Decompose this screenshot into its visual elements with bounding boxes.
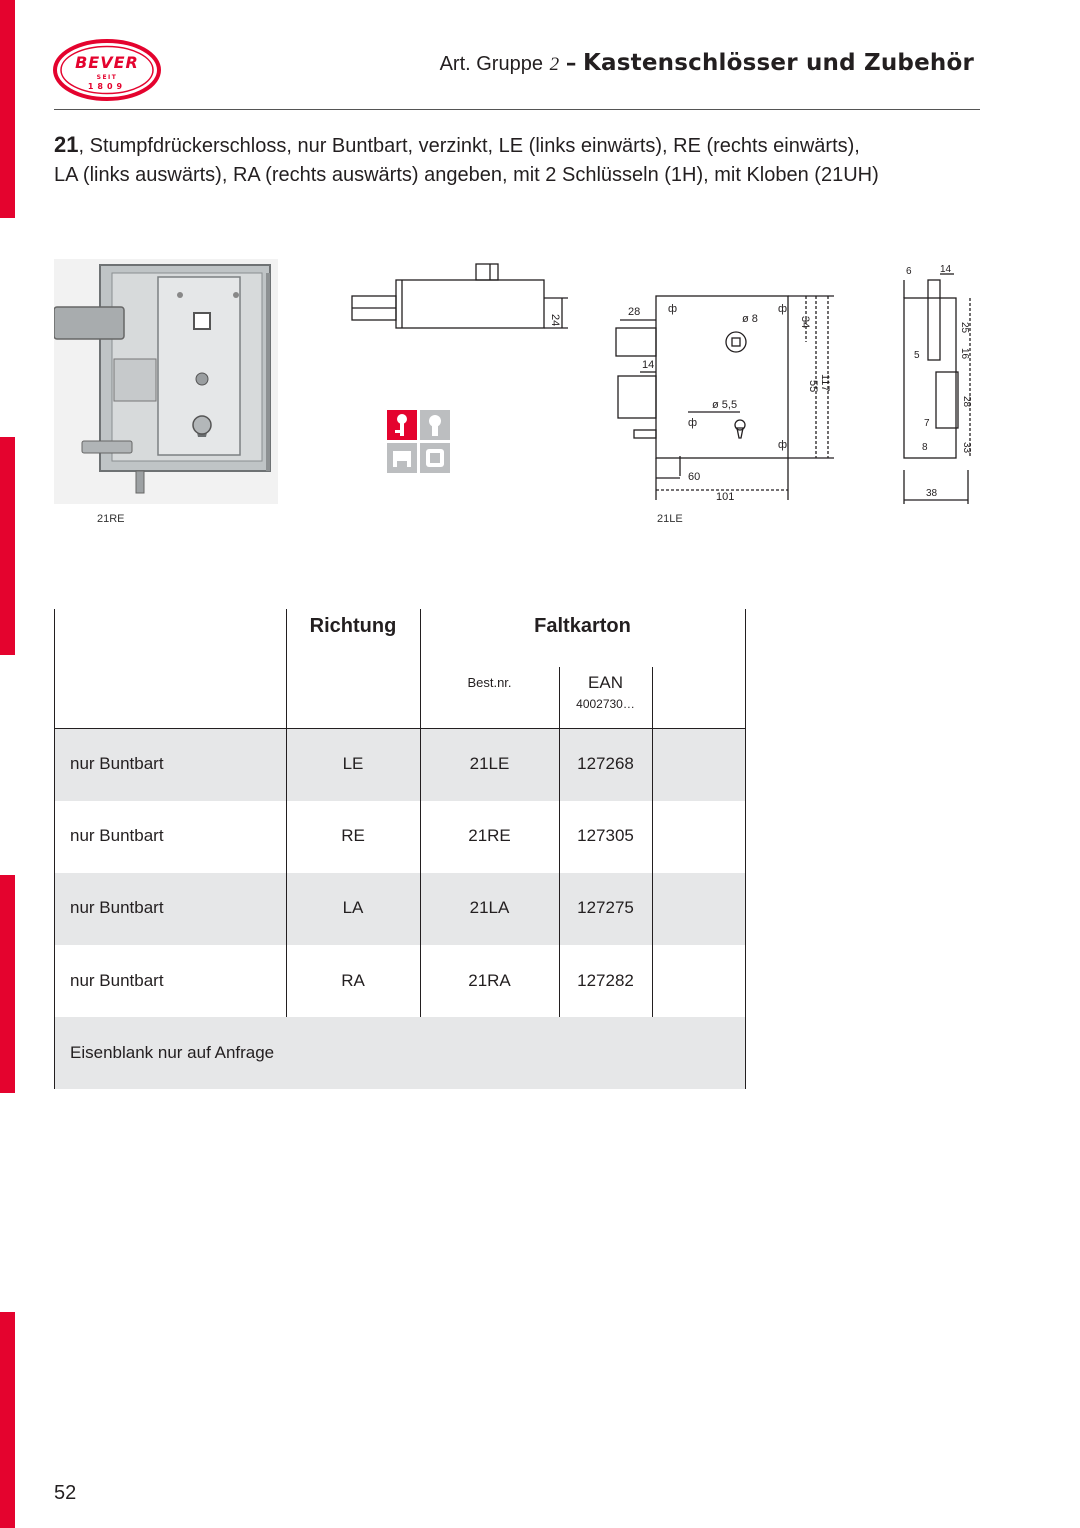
marker-icon: ф (778, 303, 787, 315)
cell-direction: RA (341, 971, 365, 990)
table-border (54, 609, 55, 1089)
group-label: Art. Gruppe (439, 53, 543, 75)
marker-icon: ф (668, 303, 677, 315)
dimension-label: 117 (819, 374, 831, 392)
page-title: Kastenschlösser und Zubehör (583, 50, 974, 76)
cell-order-no: 21RA (468, 971, 511, 990)
cell-order-no: 21LE (469, 754, 510, 773)
dimension-label: 33 (961, 442, 972, 454)
table-divider (286, 609, 287, 1017)
marker-icon: ф (688, 417, 697, 429)
dimension-label: 24 (549, 314, 561, 326)
page-number: 52 (54, 1482, 77, 1504)
edge-tab (0, 1312, 15, 1528)
cell-direction: LA (342, 898, 364, 917)
cell-type: nur Buntbart (70, 826, 164, 845)
drawing-caption: 21LE (657, 513, 683, 525)
cell-direction: RE (341, 826, 365, 845)
cell-type: nur Buntbart (70, 898, 164, 917)
side-view-drawing: 24 (351, 263, 568, 329)
dimension-label: 7 (924, 418, 930, 429)
bever-logo: BEVER SEIT 1809 (53, 39, 161, 101)
description-line-1: 21, Stumpfdrückerschloss, nur Buntbart, … (54, 130, 1054, 161)
page-header: Art. Gruppe 2 – Kastenschlösser und Zube… (440, 50, 974, 76)
bolt-icon (387, 443, 417, 473)
dimension-label: 6 (906, 266, 912, 277)
ean-prefix: 4002730… (576, 697, 635, 711)
description-text-1: , Stumpfdrückerschloss, nur Buntbart, ve… (78, 135, 860, 157)
column-header-order-no: Best.nr. (467, 675, 512, 690)
dimension-label: 25 (959, 322, 970, 334)
dimension-label: 14 (940, 264, 952, 275)
dimension-label: 55 (807, 380, 819, 392)
edge-tab (0, 875, 15, 1093)
table-divider (420, 609, 421, 1017)
article-description: 21, Stumpfdrückerschloss, nur Buntbart, … (54, 130, 1054, 190)
cell-ean: 127268 (577, 754, 634, 773)
front-view-drawing: ф ф ф ф 28 14 ø 8 34 55 117 ø 5,5 60 101 (615, 295, 834, 503)
edge-tab (0, 437, 15, 655)
table-border (745, 609, 746, 1089)
cell-type: nur Buntbart (70, 971, 164, 990)
dimension-label: 34 (799, 316, 811, 328)
photo-caption: 21RE (97, 513, 125, 525)
column-header-direction: Richtung (309, 615, 397, 637)
cell-ean: 127282 (577, 971, 634, 990)
cell-direction: LE (342, 754, 364, 773)
cell-order-no: 21RE (468, 826, 511, 845)
edge-tab (0, 0, 15, 218)
row-shade (55, 1017, 745, 1089)
column-header-carton: Faltkarton (534, 615, 631, 637)
cell-type: nur Buntbart (70, 754, 164, 773)
svg-text:1809: 1809 (88, 82, 126, 91)
dimension-label: 16 (959, 348, 970, 360)
cell-ean: 127275 (577, 898, 634, 917)
square-follower-icon (420, 443, 450, 473)
cell-order-no: 21LA (469, 898, 510, 917)
keyhole-icon (420, 410, 450, 440)
svg-text:BEVER: BEVER (75, 53, 139, 72)
dimension-label: ø 5,5 (712, 399, 737, 411)
key-left-icon (387, 410, 417, 440)
group-number: 2 (549, 54, 560, 75)
article-number: 21 (54, 132, 79, 157)
header-dash: – (565, 51, 577, 75)
table-footnote: Eisenblank nur auf Anfrage (70, 1043, 275, 1062)
dimension-label: 8 (922, 442, 928, 453)
description-line-2: LA (links auswärts), RA (rechts auswärts… (54, 164, 879, 186)
dimension-label: 28 (628, 306, 640, 318)
svg-text:SEIT: SEIT (97, 74, 118, 81)
dimension-label: 38 (926, 488, 938, 499)
marker-icon: ф (778, 439, 787, 451)
table-divider (559, 667, 560, 1017)
dimension-label: 101 (716, 491, 734, 503)
dimension-label: 5 (914, 350, 920, 361)
column-header-ean: EAN (588, 673, 623, 692)
cell-ean: 127305 (577, 826, 634, 845)
product-photo (54, 259, 278, 504)
dimension-label: 60 (688, 471, 700, 483)
header-divider (54, 109, 980, 110)
dimension-label: 14 (642, 359, 654, 371)
article-table: Richtung Faltkarton Best.nr. EAN 4002730… (54, 609, 746, 1089)
table-divider (652, 667, 653, 1017)
header-rule (54, 728, 746, 729)
row-shade (55, 873, 745, 945)
row-shade (55, 729, 745, 801)
dimension-label: 28 (961, 396, 972, 408)
dimension-label: ø 8 (742, 313, 758, 325)
end-view-drawing: 6 14 25 16 5 28 7 8 33 38 (903, 264, 972, 504)
